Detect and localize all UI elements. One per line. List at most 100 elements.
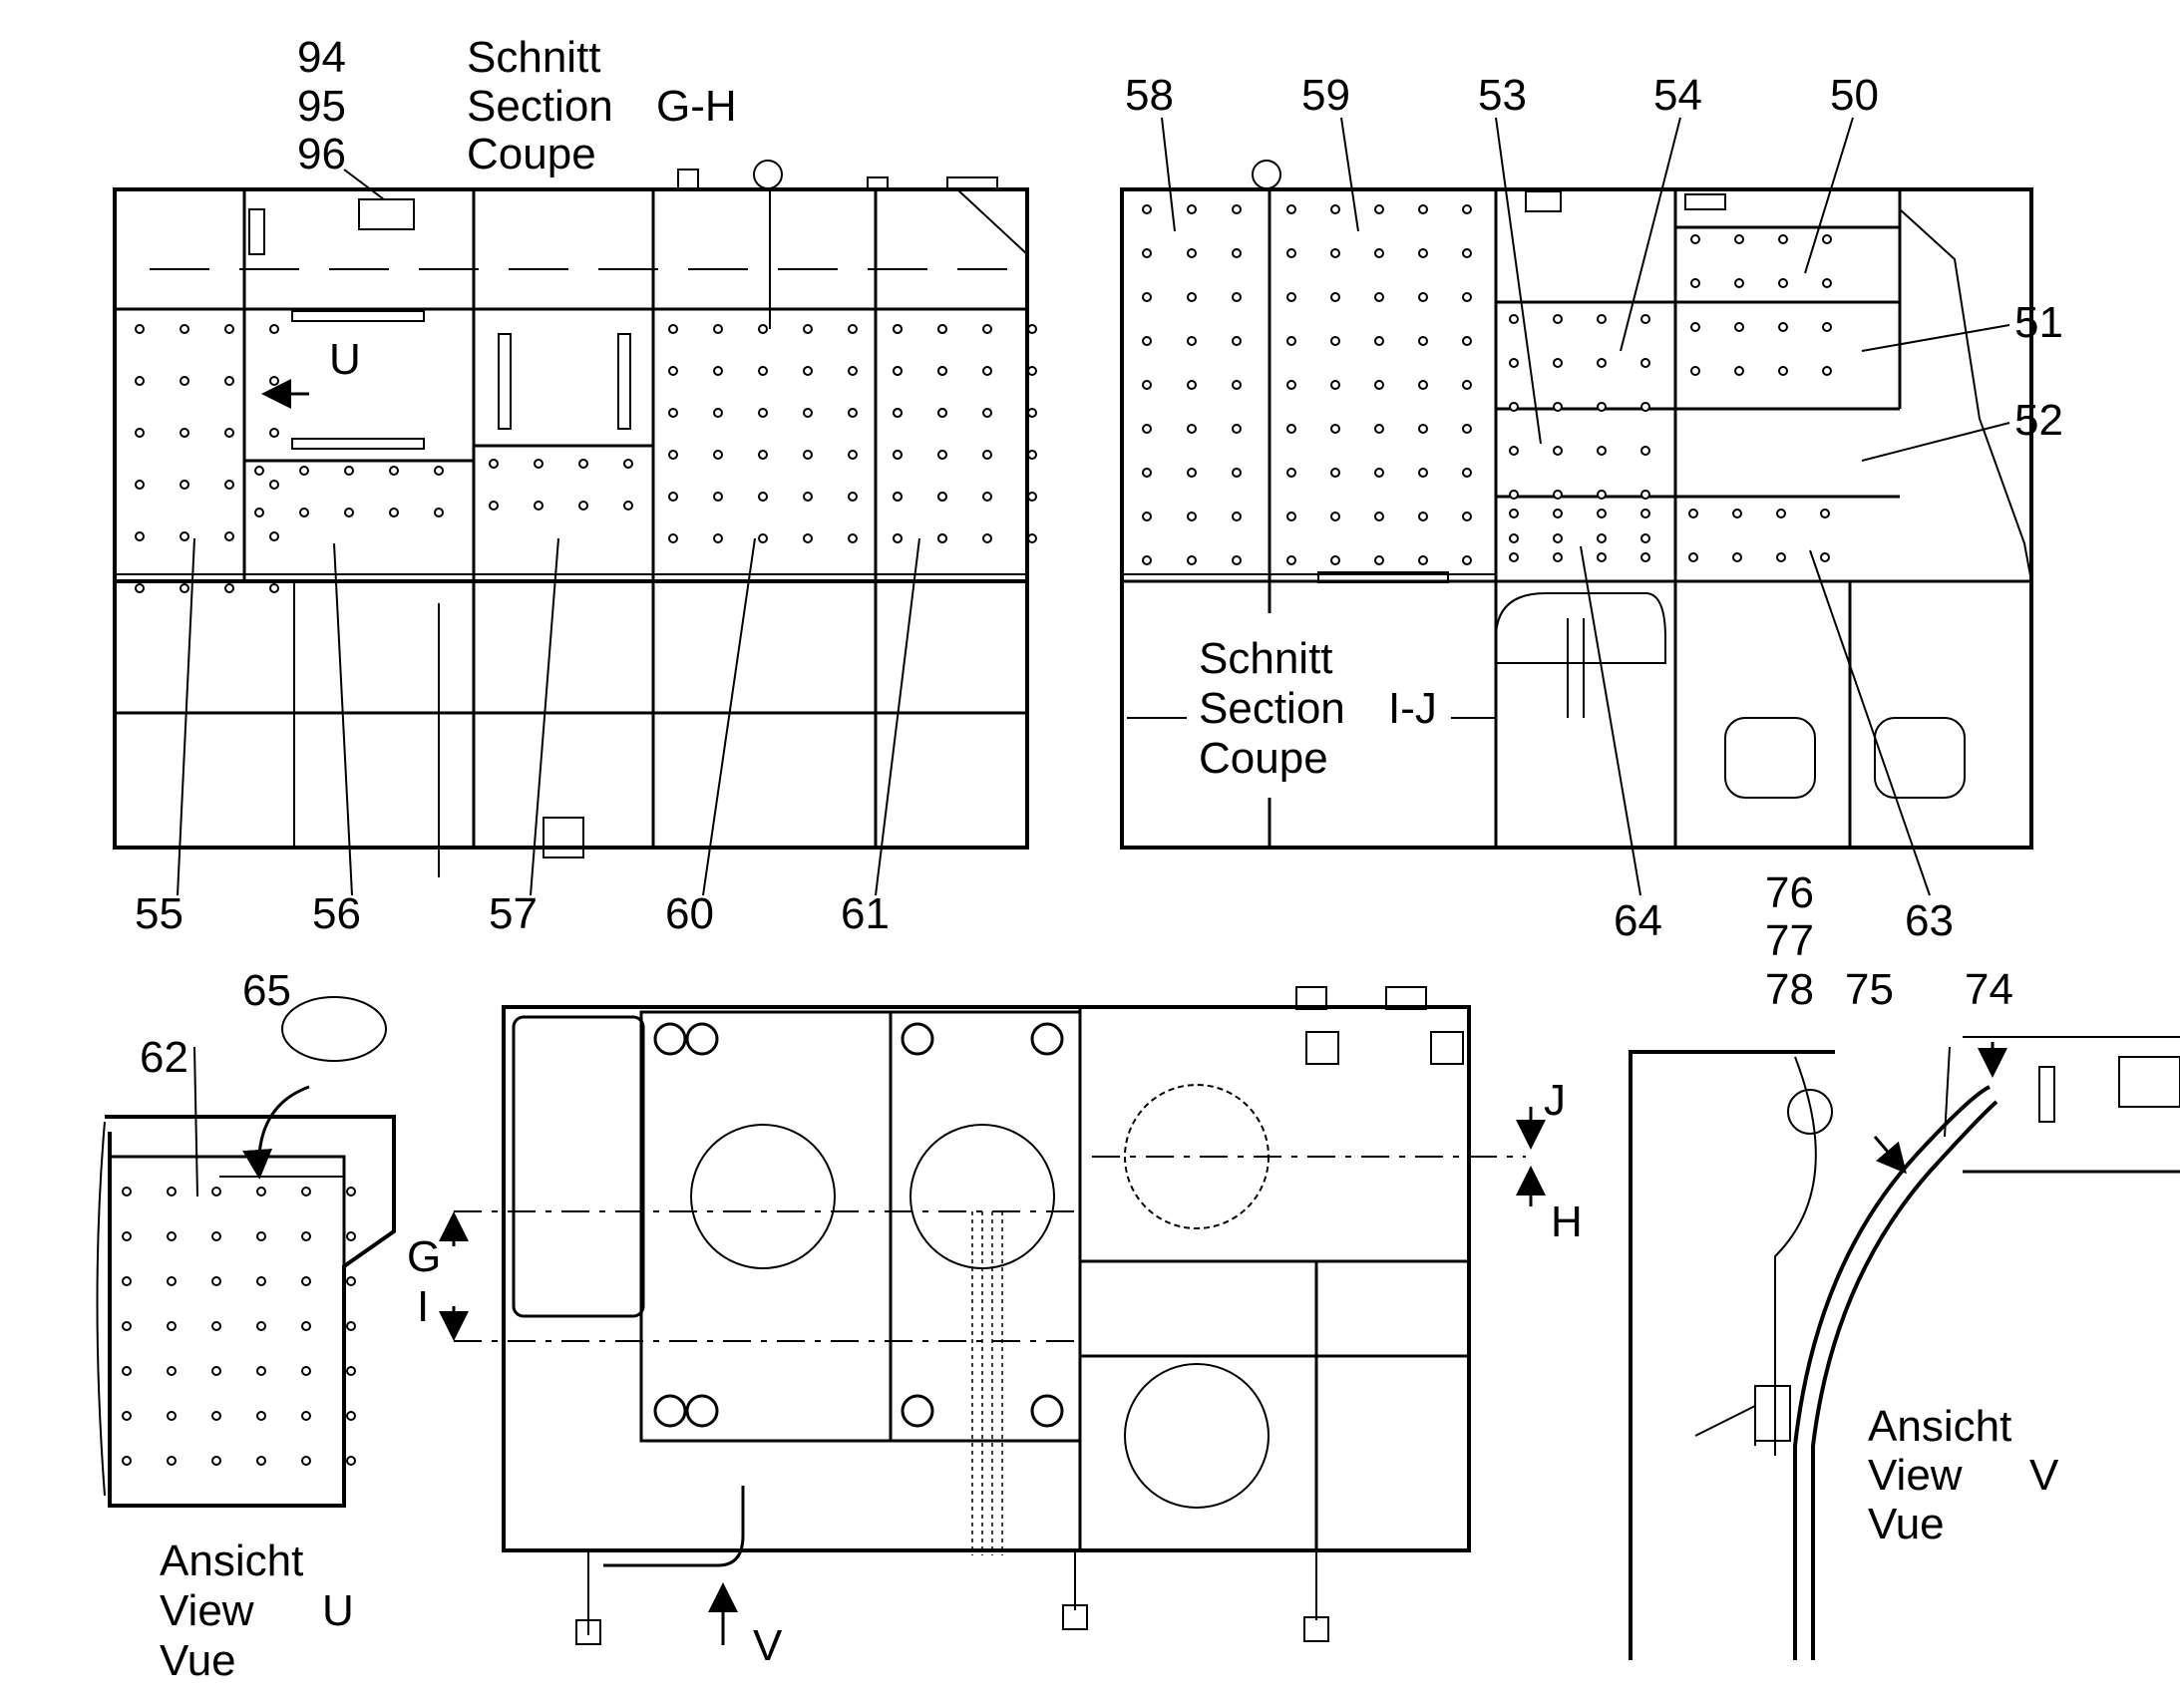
hole-dot xyxy=(1509,509,1519,518)
hole-dot xyxy=(1286,248,1296,258)
hole-dot xyxy=(135,428,145,438)
hole-dot xyxy=(1553,358,1563,368)
hole-dot xyxy=(1553,509,1563,518)
hole-dot xyxy=(269,376,279,386)
hole-dot xyxy=(167,1321,177,1331)
cut-mark-g: G xyxy=(407,1232,441,1281)
hole-dot xyxy=(301,1456,311,1466)
hole-dot xyxy=(1597,314,1607,324)
hole-dot xyxy=(489,501,499,511)
callout-51: 51 xyxy=(2014,298,2063,347)
hole-dot xyxy=(1232,468,1242,478)
hole-dot xyxy=(346,1411,356,1421)
section-gh-caption-line3: Coupe xyxy=(467,130,596,178)
hole-dot xyxy=(758,366,768,376)
hole-dot xyxy=(1142,424,1152,434)
hole-dot xyxy=(1027,366,1037,376)
hole-dot xyxy=(1732,509,1742,518)
hole-dot xyxy=(1330,424,1340,434)
callout-65: 65 xyxy=(242,966,291,1015)
hole-dot xyxy=(180,480,189,490)
hole-dot xyxy=(269,480,279,490)
hole-dot xyxy=(1232,292,1242,302)
hole-dot xyxy=(1187,292,1197,302)
hole-dot xyxy=(1142,248,1152,258)
hole-dot xyxy=(1462,204,1472,214)
hole-dot xyxy=(1553,314,1563,324)
plan-view-drawing xyxy=(261,379,1546,1645)
hole-dot xyxy=(224,324,234,334)
hole-dot xyxy=(1374,512,1384,521)
hole-dot xyxy=(1688,552,1698,562)
hole-dot xyxy=(893,366,903,376)
hole-dot xyxy=(167,1411,177,1421)
hole-dot xyxy=(1286,204,1296,214)
hole-dot xyxy=(1553,446,1563,456)
callout-75: 75 xyxy=(1845,965,1894,1014)
hole-dot xyxy=(1187,555,1197,565)
hole-dot xyxy=(224,531,234,541)
hole-dot xyxy=(1142,204,1152,214)
hole-dot xyxy=(211,1411,221,1421)
hole-dot xyxy=(1640,314,1650,324)
hole-dot xyxy=(256,1321,266,1331)
hole-dot xyxy=(224,480,234,490)
hole-dot xyxy=(1027,408,1037,418)
view-u-drawing xyxy=(96,996,396,1508)
hole-dot xyxy=(1509,402,1519,412)
hole-dot xyxy=(1330,248,1340,258)
hole-dot xyxy=(1690,366,1700,376)
hole-dot xyxy=(122,1321,132,1331)
hole-dot xyxy=(1732,552,1742,562)
hole-dot xyxy=(982,450,992,460)
hole-dot xyxy=(1374,555,1384,565)
hole-dot xyxy=(1232,512,1242,521)
hole-dot xyxy=(1597,402,1607,412)
hole-dot xyxy=(713,450,723,460)
hole-dot xyxy=(256,1276,266,1286)
hole-dot xyxy=(1286,380,1296,390)
hole-dot xyxy=(1418,248,1428,258)
hole-dot xyxy=(135,480,145,490)
hole-dot xyxy=(1027,492,1037,502)
view-v-labels: 76 77 78 75 74 Ansicht View Vue V xyxy=(1765,868,2059,1548)
hole-dot xyxy=(269,531,279,541)
hole-dot xyxy=(389,508,399,517)
hole-dot xyxy=(1187,336,1197,346)
hole-dot xyxy=(893,492,903,502)
hole-dot xyxy=(1640,533,1650,543)
hole-dot xyxy=(1142,555,1152,565)
hole-dot xyxy=(135,583,145,593)
hole-dot xyxy=(346,1456,356,1466)
hole-dot xyxy=(758,408,768,418)
hole-dot xyxy=(1418,555,1428,565)
section-gh-drawing xyxy=(113,160,1029,877)
hole-dot xyxy=(1418,380,1428,390)
hole-dot xyxy=(1509,533,1519,543)
view-u-caption-line3: Vue xyxy=(160,1636,236,1685)
hole-dot xyxy=(301,1276,311,1286)
view-v-id: V xyxy=(2029,1451,2059,1500)
hole-dot xyxy=(758,450,768,460)
hole-dot xyxy=(1027,533,1037,543)
hole-dot xyxy=(937,450,947,460)
hole-dot xyxy=(346,1321,356,1331)
hole-dot xyxy=(211,1187,221,1196)
hole-dot xyxy=(893,450,903,460)
hole-dot xyxy=(937,324,947,334)
hole-dot xyxy=(1597,358,1607,368)
hole-dot xyxy=(256,1366,266,1376)
hole-dot xyxy=(1374,204,1384,214)
perforation-holes xyxy=(122,204,1832,1466)
hole-dot xyxy=(623,501,633,511)
hole-dot xyxy=(937,366,947,376)
view-u-caption-line2: View xyxy=(160,1586,254,1635)
section-ij-caption-line1: Schnitt xyxy=(1199,634,1333,683)
hole-dot xyxy=(1822,366,1832,376)
hole-dot xyxy=(1734,234,1744,244)
hole-dot xyxy=(1187,512,1197,521)
hole-dot xyxy=(269,428,279,438)
hole-dot xyxy=(1374,380,1384,390)
hole-dot xyxy=(1553,402,1563,412)
hole-dot xyxy=(434,466,444,476)
